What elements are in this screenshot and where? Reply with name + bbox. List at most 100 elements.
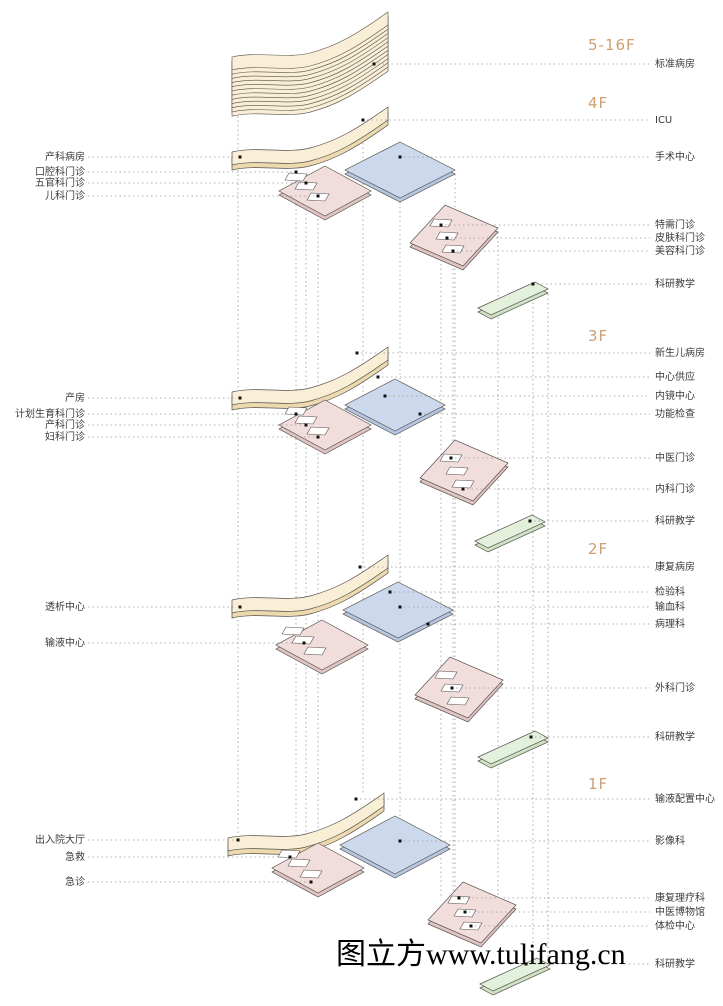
left-label: 计划生育科门诊 (15, 409, 85, 420)
floor-label: 5-16F (588, 36, 636, 54)
anchor-dot (358, 565, 362, 569)
ward-tower-plate (231, 11, 389, 71)
anchor-dot (463, 910, 467, 914)
anchor-dot (304, 423, 308, 427)
anchor-dot (361, 118, 365, 122)
clinic-room (303, 646, 327, 656)
left-label: 产科门诊 (45, 420, 85, 431)
clinic-room (446, 696, 470, 706)
watermark: 图立方www.tulifang.cn (336, 938, 626, 971)
anchor-dot (309, 880, 313, 884)
anchor-dot (355, 351, 359, 355)
left-label: 妇科门诊 (45, 432, 85, 443)
left-label: 产房 (65, 393, 85, 404)
plate-research-3f (474, 514, 546, 549)
right-label: 康复理疗科 (655, 893, 705, 904)
anchor-dot (376, 375, 380, 379)
anchor-dot (469, 924, 473, 928)
plate-ward-2f (231, 554, 389, 614)
right-label: 检验科 (655, 587, 685, 598)
right-label: 特需门诊 (655, 220, 695, 231)
floor-label: 3F (588, 327, 609, 345)
right-label: 功能检查 (655, 409, 695, 420)
clinic-room (287, 858, 311, 868)
right-label: 中医博物馆 (655, 907, 705, 918)
anchor-dot (316, 435, 320, 439)
left-label: 急诊 (65, 877, 85, 888)
anchor-dot (398, 839, 402, 843)
plate-ward-4f (231, 106, 389, 166)
right-label: 中医门诊 (655, 453, 695, 464)
anchor-dot (528, 519, 532, 523)
right-label: 中心供应 (655, 372, 695, 383)
plate-ward-1f (227, 792, 385, 852)
anchor-dot (236, 838, 240, 842)
right-label: 科研教学 (655, 279, 695, 290)
clinic-room (284, 172, 308, 182)
anchor-dot (398, 155, 402, 159)
anchor-dot (450, 686, 454, 690)
left-label: 五官科门诊 (35, 178, 85, 189)
anchor-dot (288, 855, 292, 859)
right-label: 输血科 (655, 602, 685, 613)
anchor-dot (451, 249, 455, 253)
plate-medtech-2f (342, 581, 454, 639)
right-label: 影像科 (655, 836, 685, 847)
anchor-dot (383, 394, 387, 398)
left-label: 产科病房 (45, 152, 85, 163)
anchor-dot (445, 236, 449, 240)
anchor-dot (461, 487, 465, 491)
anchor-dot (304, 181, 308, 185)
plate-research-1f (479, 957, 551, 992)
left-label: 输液中心 (45, 638, 85, 649)
anchor-dot (449, 456, 453, 460)
anchor-dot (398, 605, 402, 609)
right-label: 内镜中心 (655, 391, 695, 402)
anchor-dot (388, 590, 392, 594)
right-label: 外科门诊 (655, 683, 695, 694)
right-label: 科研教学 (655, 959, 695, 970)
plate-ward-3f (231, 346, 389, 406)
clinic-room (306, 426, 330, 436)
left-label: 口腔科门诊 (35, 167, 85, 178)
right-label: 手术中心 (655, 152, 695, 163)
left-label: 透析中心 (45, 602, 85, 613)
clinic-room (451, 479, 475, 489)
anchor-dot (238, 396, 242, 400)
anchor-dot (316, 194, 320, 198)
anchor-dot (294, 170, 298, 174)
left-label: 出入院大厅 (35, 835, 85, 846)
right-label: 病理科 (655, 619, 685, 630)
right-label: 康复病房 (655, 562, 695, 573)
left-label: 急救 (65, 852, 85, 863)
right-label: 科研教学 (655, 516, 695, 527)
clinic-room (434, 670, 458, 680)
plate-research-2f (477, 730, 549, 765)
clinic-room (294, 181, 318, 191)
anchor-dot (439, 223, 443, 227)
anchor-dot (238, 605, 242, 609)
plate-research-4f (477, 281, 549, 316)
clinic-room (281, 626, 305, 636)
floor-label: 1F (588, 775, 609, 793)
anchor-dot (238, 155, 242, 159)
right-label: 内科门诊 (655, 484, 695, 495)
right-label: 标准病房 (655, 59, 695, 70)
right-label: 科研教学 (655, 732, 695, 743)
clinic-room (445, 466, 469, 476)
right-label: 美容科门诊 (655, 246, 705, 257)
right-label: 皮肤科门诊 (655, 233, 705, 244)
plate-medtech-3f (344, 378, 446, 432)
clinic-room (294, 415, 318, 425)
floor-label: 2F (588, 540, 609, 558)
plate-medtech-4f (344, 141, 456, 199)
anchor-dot (531, 282, 535, 286)
clinic-room (299, 869, 323, 879)
anchor-dot (372, 62, 376, 66)
anchor-dot (354, 797, 358, 801)
floor-label: 4F (588, 94, 609, 112)
right-label: 新生儿病房 (655, 348, 705, 359)
right-label: 体检中心 (655, 921, 695, 932)
